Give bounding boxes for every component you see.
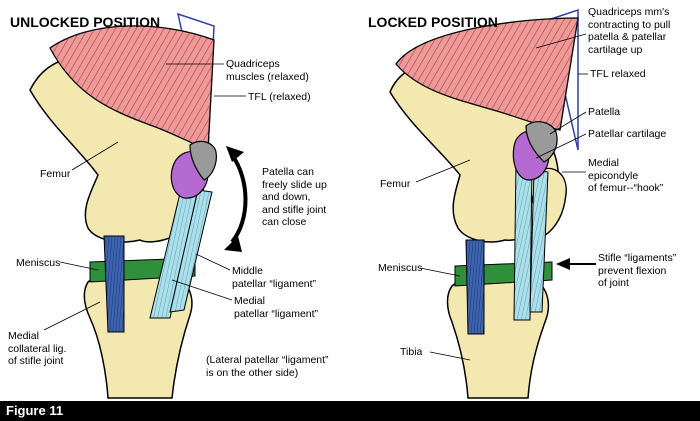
label-medial-patellar: Medial patellar “ligament” [234, 295, 319, 320]
stifle-diagram [29, 8, 596, 399]
label-patellar-cartilage: Patellar cartilage [588, 128, 667, 140]
label-femur-right: Femur [380, 178, 411, 190]
locked-stifle-drawing [389, 8, 596, 399]
label-patella-can-slide: Patella can freely slide up and down, an… [262, 166, 327, 228]
label-stifle-ligaments: Stifle “ligaments” prevent flexion of jo… [598, 252, 677, 289]
arrowhead-up-icon [226, 146, 244, 162]
label-patella: Patella [588, 106, 621, 118]
label-tfl-relaxed-left: TFL (relaxed) [248, 91, 311, 103]
locked-heading: LOCKED POSITION [368, 14, 498, 30]
label-tfl-relaxed-right: TFL relaxed [590, 68, 646, 80]
figure-label: Figure 11 [6, 403, 64, 418]
label-quadriceps-contracting: Quadriceps mm's contracting to pull pate… [588, 6, 671, 56]
unlocked-heading: UNLOCKED POSITION [10, 14, 161, 30]
unlocked-stifle-drawing [29, 12, 248, 399]
label-meniscus-right: Meniscus [378, 262, 423, 274]
figure-caption-bar: Figure 11 [0, 401, 700, 421]
label-meniscus-left: Meniscus [16, 257, 61, 269]
patella-left [189, 140, 217, 181]
leader-lines-left [43, 63, 246, 331]
collateral-ligament-left [103, 235, 125, 333]
label-medial-epicondyle: Medial epicondyle of femur--“hook” [588, 157, 664, 194]
arrowhead-left-icon [556, 258, 570, 270]
middle-patellar-ligament-right [513, 159, 533, 321]
quadriceps-left [49, 25, 215, 151]
collateral-ligament-right [465, 239, 485, 335]
label-femur-left: Femur [40, 168, 71, 180]
arrowhead-down-icon [224, 236, 242, 252]
medial-patellar-ligament-left [169, 189, 213, 313]
label-quadriceps-relaxed: Quadriceps muscles (relaxed) [226, 58, 309, 83]
label-lateral-patellar: (Lateral patellar “ligament” is on the o… [206, 354, 329, 379]
leader-lines-right [415, 33, 588, 361]
patella-movement-arrow [230, 153, 248, 244]
label-tibia: Tibia [400, 346, 423, 358]
label-middle-patellar: Middle patellar “ligament” [232, 265, 317, 290]
label-medial-collateral: Medial collateral lig. of stifle joint [8, 330, 67, 367]
